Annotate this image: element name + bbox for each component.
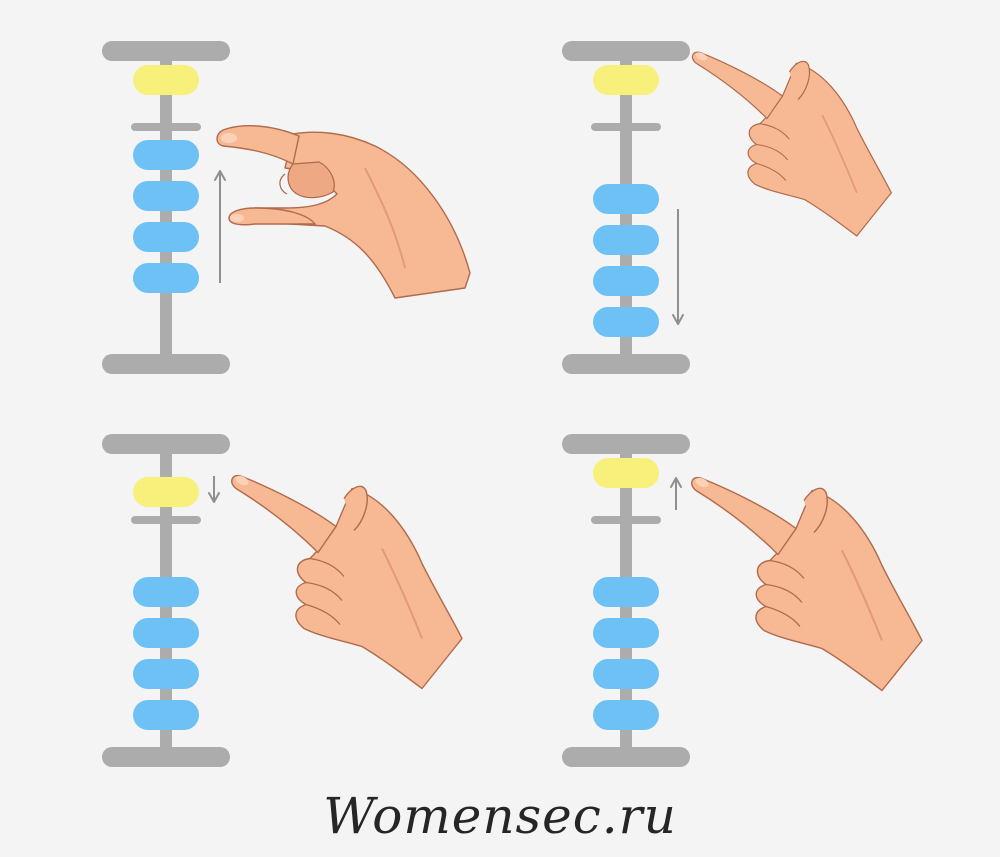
abacus-top-bar: [562, 41, 690, 61]
abacus-top-bar: [102, 434, 230, 454]
arrow-down-icon: [208, 492, 220, 503]
arrow-down-icon: [672, 314, 684, 325]
abacus-top-bar: [562, 434, 690, 454]
arrow-up-icon: [214, 170, 226, 181]
pinching-hand-icon: [216, 124, 471, 299]
lower-bead: [133, 222, 199, 252]
abacus-bottom-bar: [562, 354, 690, 374]
upper-bead: [593, 65, 659, 95]
pointing-hand-icon: [691, 49, 893, 238]
lower-bead: [593, 700, 659, 730]
lower-bead: [593, 225, 659, 255]
upper-bead: [593, 458, 659, 488]
pointing-hand-icon: [690, 474, 924, 692]
abacus-panel-bottom-right: [562, 434, 924, 767]
arrow-up-icon: [670, 477, 682, 488]
lower-bead: [133, 659, 199, 689]
abacus-panel-top-left: [102, 41, 471, 374]
abacus-divider-bar: [591, 123, 661, 131]
lower-bead: [133, 577, 199, 607]
site-watermark: Womensec.ru: [323, 787, 677, 845]
lower-bead: [593, 184, 659, 214]
abacus-divider-bar: [591, 516, 661, 524]
lower-bead: [133, 181, 199, 211]
lower-bead: [593, 266, 659, 296]
abacus-panel-bottom-left: [102, 434, 464, 767]
lower-bead: [593, 577, 659, 607]
abacus-divider-bar: [131, 123, 201, 131]
abacus-bottom-bar: [102, 747, 230, 767]
lower-bead: [133, 700, 199, 730]
abacus-top-bar: [102, 41, 230, 61]
lower-bead: [133, 140, 199, 170]
upper-bead: [133, 65, 199, 95]
abacus-bottom-bar: [102, 354, 230, 374]
abacus-panel-top-right: [562, 41, 893, 374]
upper-bead: [133, 477, 199, 507]
pointing-hand-icon: [230, 472, 464, 690]
lower-bead: [133, 263, 199, 293]
abacus-divider-bar: [131, 516, 201, 524]
abacus-bottom-bar: [562, 747, 690, 767]
lower-bead: [593, 307, 659, 337]
lower-bead: [593, 659, 659, 689]
lower-bead: [593, 618, 659, 648]
lower-bead: [133, 618, 199, 648]
